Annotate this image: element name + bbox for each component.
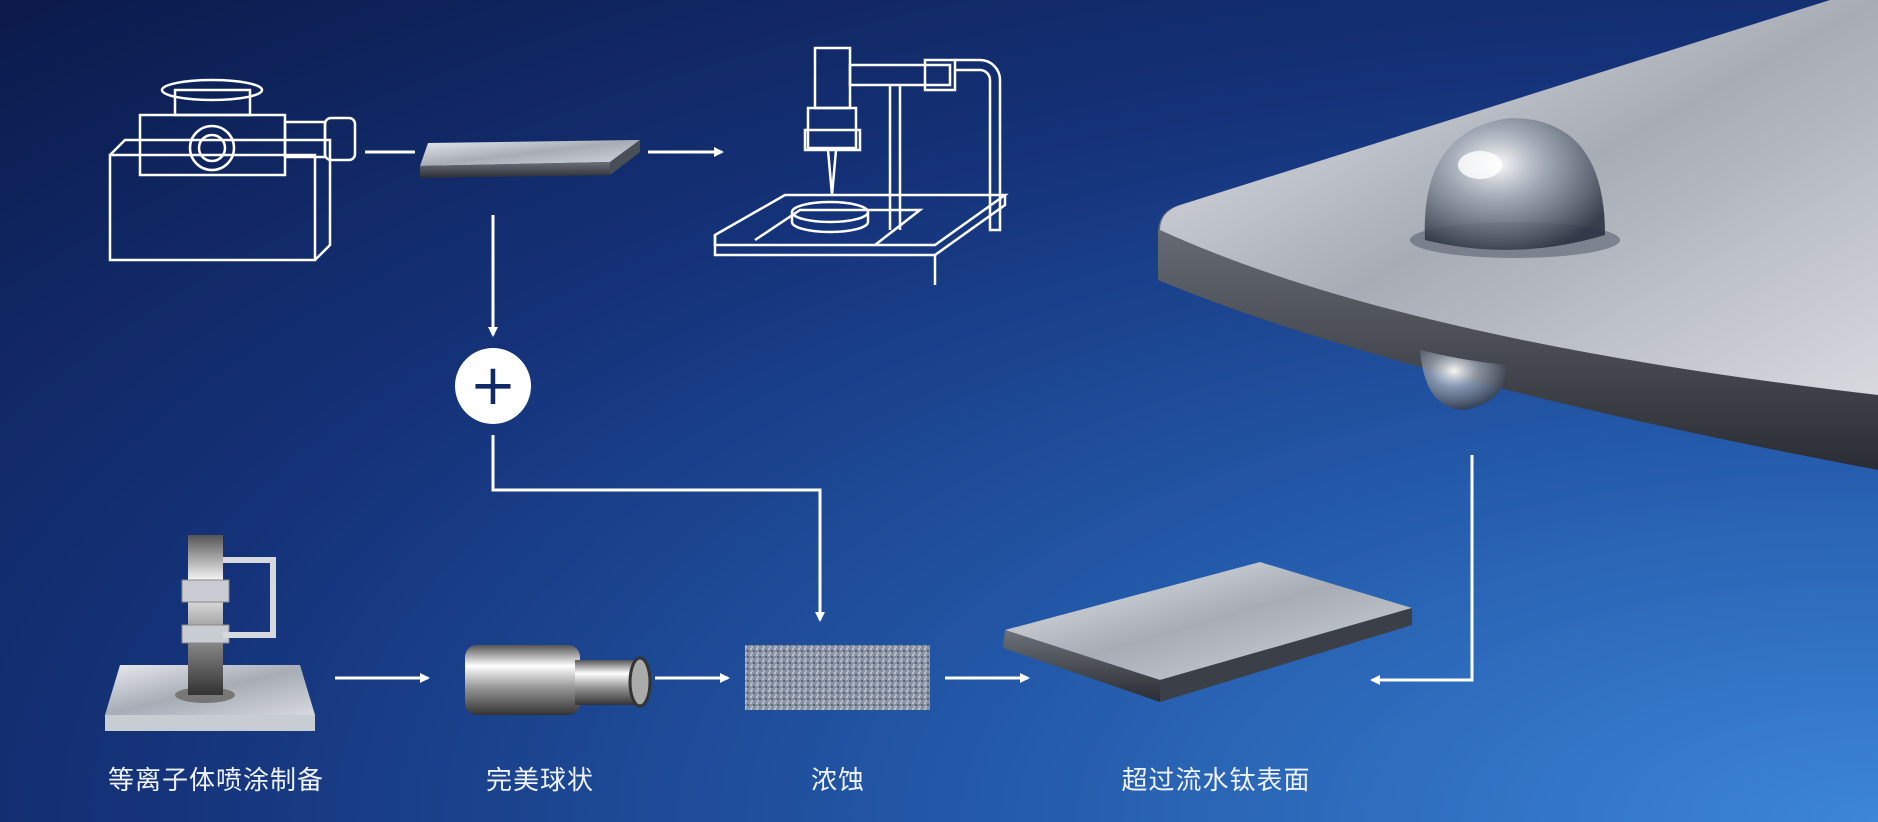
superhydrophobic-plate-icon xyxy=(1003,562,1412,702)
hanging-droplet-icon xyxy=(1420,350,1506,410)
plus-symbol: + xyxy=(470,353,517,418)
arrow-to-plate xyxy=(1370,455,1474,685)
step-label-spherical: 完美球状 xyxy=(485,766,595,796)
step-label-superhydrophobic: 超过流水钛表面 xyxy=(1121,766,1311,796)
plasma-machine-icon xyxy=(108,78,357,262)
etching-machine-icon xyxy=(713,46,1009,285)
arrow-to-etch xyxy=(491,435,825,622)
titanium-plate-small-icon xyxy=(420,140,640,178)
plus-icon: + xyxy=(455,348,531,424)
step-label-plasma-spray: 等离子体喷涂制备 xyxy=(107,766,325,796)
plasma-sprayer-icon xyxy=(105,535,315,731)
step-label-etching: 浓蚀 xyxy=(810,766,866,796)
titanium-plate-droplet-illustration xyxy=(1158,0,1878,470)
water-droplet-icon xyxy=(1424,118,1605,250)
spherical-powder-cylinder-icon xyxy=(465,645,652,715)
etched-surface-icon xyxy=(745,645,930,710)
